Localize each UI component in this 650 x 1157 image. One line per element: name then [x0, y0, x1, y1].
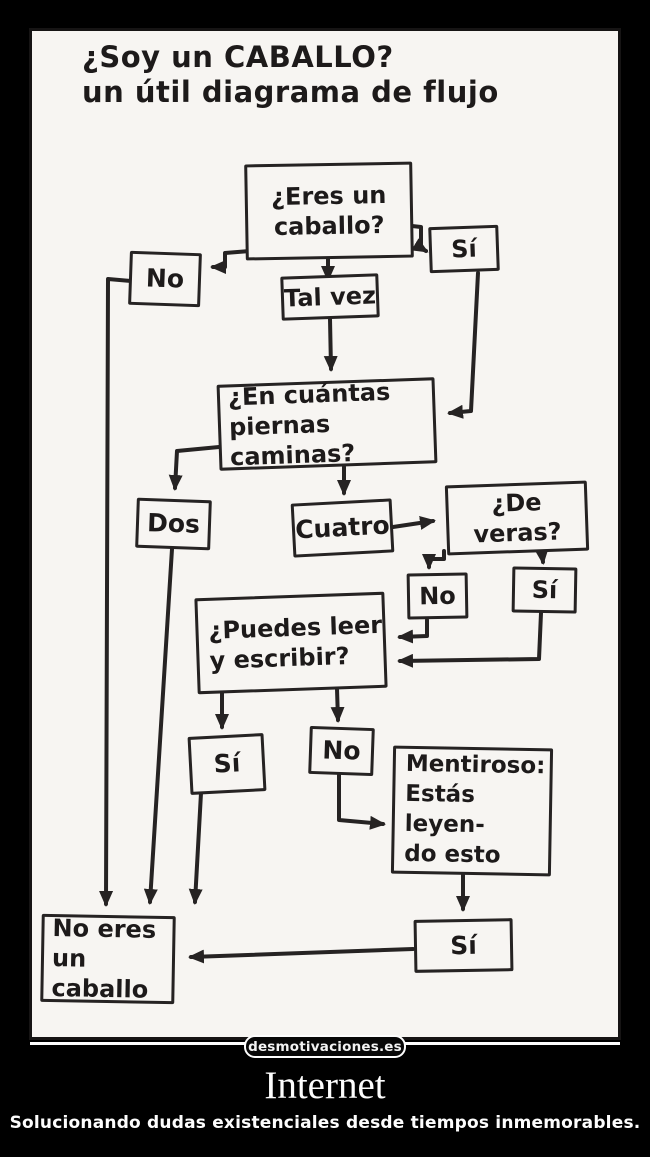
- poster-subtitle: Solucionando dudas existenciales desde t…: [9, 1113, 641, 1133]
- flowchart-node-cuatro: Cuatro: [290, 498, 395, 558]
- watermark-badge: desmotivaciones.es: [244, 1035, 406, 1058]
- watermark-text: desmotivaciones.es: [248, 1038, 402, 1055]
- flowchart-node-si-top: Sí: [428, 224, 500, 274]
- flowchart-heading: ¿Soy un CABALLO? un útil diagrama de flu…: [82, 40, 499, 109]
- flowchart-node-mentiroso: Mentiroso: Estás leyen- do esto: [390, 745, 554, 877]
- flowchart-node-tal-vez: Tal vez: [280, 273, 380, 321]
- poster-title: Internet: [264, 1064, 386, 1107]
- flowchart-node-no-de-veras: No: [406, 572, 469, 620]
- flowchart-node-no-eres-un-caballo: No eres un caballo: [40, 913, 176, 1005]
- flowchart-node-si-mentiroso: Sí: [413, 918, 514, 973]
- flowchart-node-puedes-leer: ¿Puedes leer y escribir?: [194, 591, 388, 695]
- flowchart-node-si-puedes: Sí: [187, 733, 267, 795]
- flowchart-node-dos: Dos: [135, 497, 212, 551]
- flowchart-node-no-top: No: [128, 250, 202, 308]
- flowchart-node-de-veras: ¿De veras?: [444, 480, 590, 556]
- flowchart-node-no-puedes: No: [308, 725, 375, 777]
- flowchart-node-si-de-veras: Sí: [511, 566, 578, 614]
- flowchart-node-eres-un-caballo: ¿Eres un caballo?: [244, 161, 414, 261]
- flowchart-node-en-cuantas-piernas: ¿En cuántas piernas caminas?: [216, 377, 438, 471]
